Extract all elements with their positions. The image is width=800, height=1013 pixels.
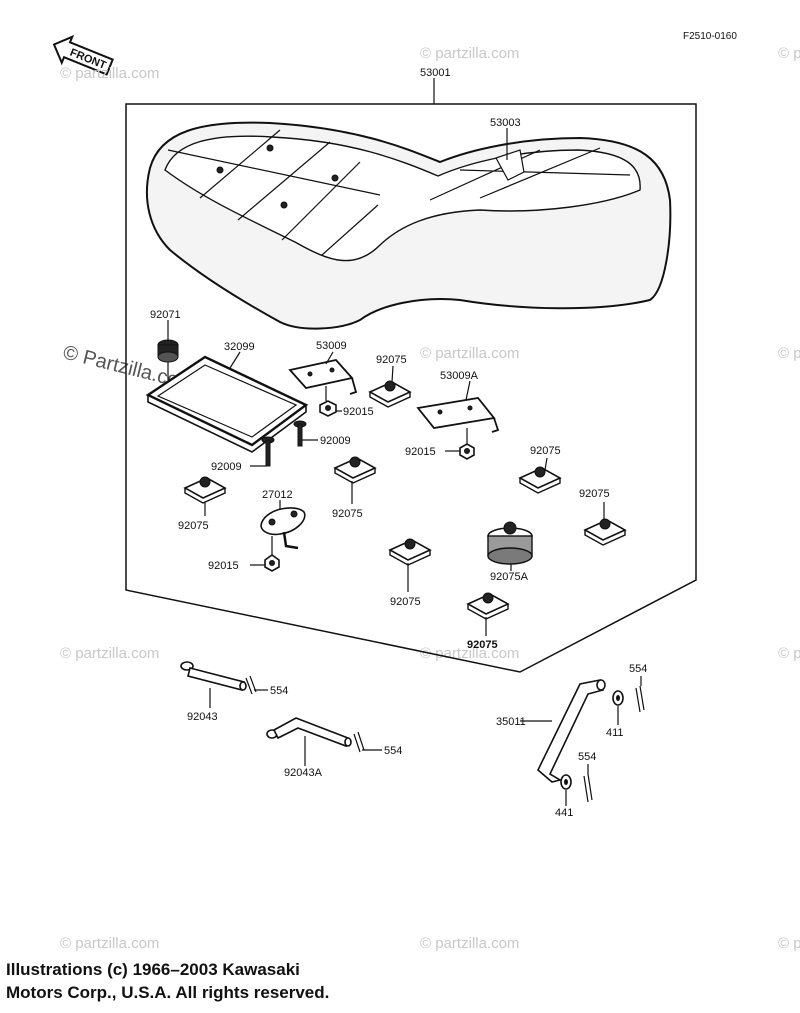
part-label: 92075 <box>178 520 209 532</box>
watermark: © partzilla.com <box>420 345 519 362</box>
watermark: © partzilla.com <box>778 645 800 662</box>
part-label: 441 <box>555 807 573 819</box>
part-label: 554 <box>629 663 647 675</box>
part-label: 554 <box>270 685 288 697</box>
part-label: 92015 <box>208 560 239 572</box>
part-label: 92075 <box>530 445 561 457</box>
part-label: 92071 <box>150 309 181 321</box>
watermark: © partzilla.com <box>778 935 800 952</box>
part-labels: 53001 53003 92071 32099 53009 92015 9207… <box>150 67 647 819</box>
screw-parts <box>250 420 318 467</box>
part-label: 35011 <box>496 716 526 728</box>
watermark: © partzilla.com <box>60 65 159 82</box>
assembly-boundary <box>125 103 697 673</box>
part-label: 92009 <box>320 435 351 447</box>
watermark: © partzilla.com <box>778 45 800 62</box>
watermark: © partzilla.com <box>60 935 159 952</box>
part-label: 92015 <box>343 406 374 418</box>
part-label: 32099 <box>224 341 255 353</box>
part-label: 53001 <box>420 67 451 79</box>
copyright-notice: Illustrations (c) 1966–2003 Kawasaki Mot… <box>6 960 330 1002</box>
big-stopper-part <box>487 521 533 571</box>
bracket-left-part <box>288 351 358 417</box>
reference-code: F2510-0160 <box>683 31 737 42</box>
part-label: 554 <box>384 745 402 757</box>
part-label: 27012 <box>262 489 293 501</box>
stopper-parts <box>183 365 627 636</box>
part-label: 92075 <box>376 354 407 366</box>
pin-part <box>180 661 268 708</box>
tray-part <box>145 351 309 453</box>
part-label: 92075 <box>332 508 363 520</box>
watermark: © partzilla.com <box>60 645 159 662</box>
part-label: 92015 <box>405 446 436 458</box>
part-label: 53009A <box>440 370 479 382</box>
part-label: 53009 <box>316 340 347 352</box>
part-label: 92043A <box>284 767 323 779</box>
part-label: 92043 <box>187 711 218 723</box>
bracket-right-part <box>416 380 500 460</box>
part-label: 92075A <box>490 571 529 583</box>
watermark: © partzilla.com <box>778 345 800 362</box>
watermark: © partzilla.com <box>420 45 519 62</box>
watermark: © partzilla.com <box>420 935 519 952</box>
seat-illustration <box>146 121 672 330</box>
part-label: 92075 <box>390 596 421 608</box>
part-label: 411 <box>606 727 624 739</box>
part-label: 92075 <box>467 639 498 651</box>
part-label: 92009 <box>211 461 242 473</box>
bent-pin-part <box>266 717 382 766</box>
part-label: 53003 <box>490 117 521 129</box>
part-label: 92075 <box>579 488 610 500</box>
part-label: 554 <box>578 751 596 763</box>
rod-part <box>520 676 645 806</box>
watermark: © partzilla.com <box>420 645 519 662</box>
hook-part <box>250 500 306 572</box>
damper-part <box>157 320 179 380</box>
